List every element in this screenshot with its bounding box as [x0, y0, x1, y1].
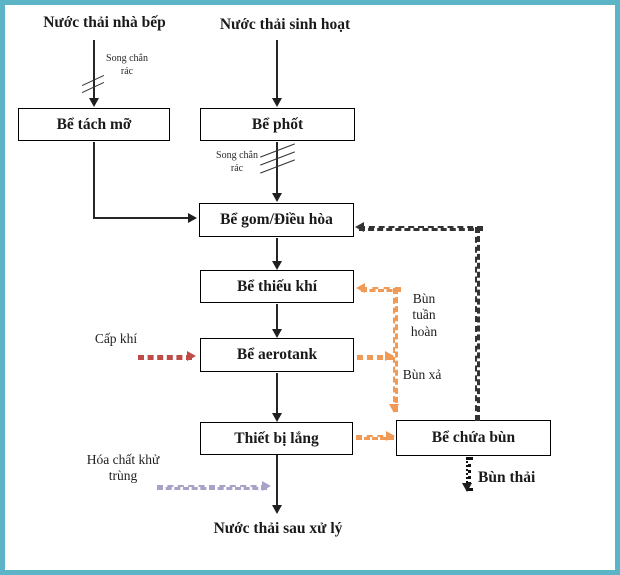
arrowhead-down-icon: [272, 98, 282, 107]
source-domestic-wastewater: Nước thải sinh hoạt: [219, 16, 351, 33]
arrowhead-right-icon: [188, 213, 197, 223]
arrowhead-down-icon: [272, 505, 282, 514]
label-bar-screen-2: Song chắn rác: [216, 150, 258, 174]
window-top-edge: [0, 0, 620, 2]
node-aerotank: Bể aerotank: [200, 338, 354, 372]
connector-equalization-to-anoxic: [276, 238, 278, 263]
label-bar-screen-1: Song chắn rác: [106, 53, 148, 77]
node-septic-tank: Bể phốt: [200, 108, 355, 141]
arrowhead-left-icon: [356, 283, 365, 293]
arrowhead-down-icon: [272, 329, 282, 338]
connector-domestic-to-septic: [276, 40, 278, 100]
arrowhead-right-icon: [262, 481, 271, 491]
arrowhead-right-icon: [386, 431, 395, 441]
arrowhead-down-icon: [89, 98, 99, 107]
node-sludge-tank: Bể chứa bùn: [396, 420, 551, 456]
label-returned-sludge: Bùn tuần hoàn: [410, 291, 438, 339]
arrowhead-right-icon: [385, 351, 394, 361]
arrowhead-down-icon: [272, 193, 282, 202]
arrowhead-right-icon: [187, 351, 196, 361]
arrowhead-down-icon: [272, 413, 282, 422]
connector-grease-trap-elbow-horizontal: [93, 217, 188, 219]
label-treated-effluent: Nước thải sau xử lý: [213, 520, 343, 537]
connector-clarifier-to-effluent: [276, 455, 278, 507]
label-sludge-discharge: Bùn thải: [478, 469, 536, 486]
node-equalization-tank: Bể gom/Điều hòa: [199, 203, 354, 237]
arrowhead-down-icon: [462, 483, 472, 492]
connector-air-supply: [138, 355, 192, 360]
label-wasted-sludge: Bùn xả: [402, 367, 442, 382]
connector-sludge-return-horizontal: [359, 226, 483, 231]
node-grease-trap: Bể tách mỡ: [18, 108, 170, 141]
connector-kitchen-to-grease-trap: [93, 40, 95, 100]
connector-aerotank-to-clarifier: [276, 373, 278, 415]
connector-septic-to-equalization: [276, 142, 278, 195]
arrowhead-left-icon: [355, 222, 364, 232]
connector-return-sludge-to-anoxic: [361, 287, 401, 292]
arrowhead-down-icon: [389, 404, 399, 413]
label-air-supply: Cấp khí: [94, 331, 138, 346]
connector-anoxic-to-aerotank: [276, 304, 278, 331]
connector-sludge-vertical: [393, 288, 398, 412]
label-disinfectant: Hóa chất khử trùng: [86, 452, 160, 484]
node-clarifier: Thiết bị lắng: [200, 422, 353, 455]
connector-sludge-return-vertical: [475, 227, 480, 421]
arrowhead-down-icon: [272, 261, 282, 270]
source-kitchen-wastewater: Nước thải nhà bếp: [43, 14, 166, 31]
node-anoxic-tank: Bể thiếu khí: [200, 270, 354, 303]
connector-disinfectant-dosing: [157, 485, 267, 490]
connector-grease-trap-elbow-vertical: [93, 142, 95, 219]
